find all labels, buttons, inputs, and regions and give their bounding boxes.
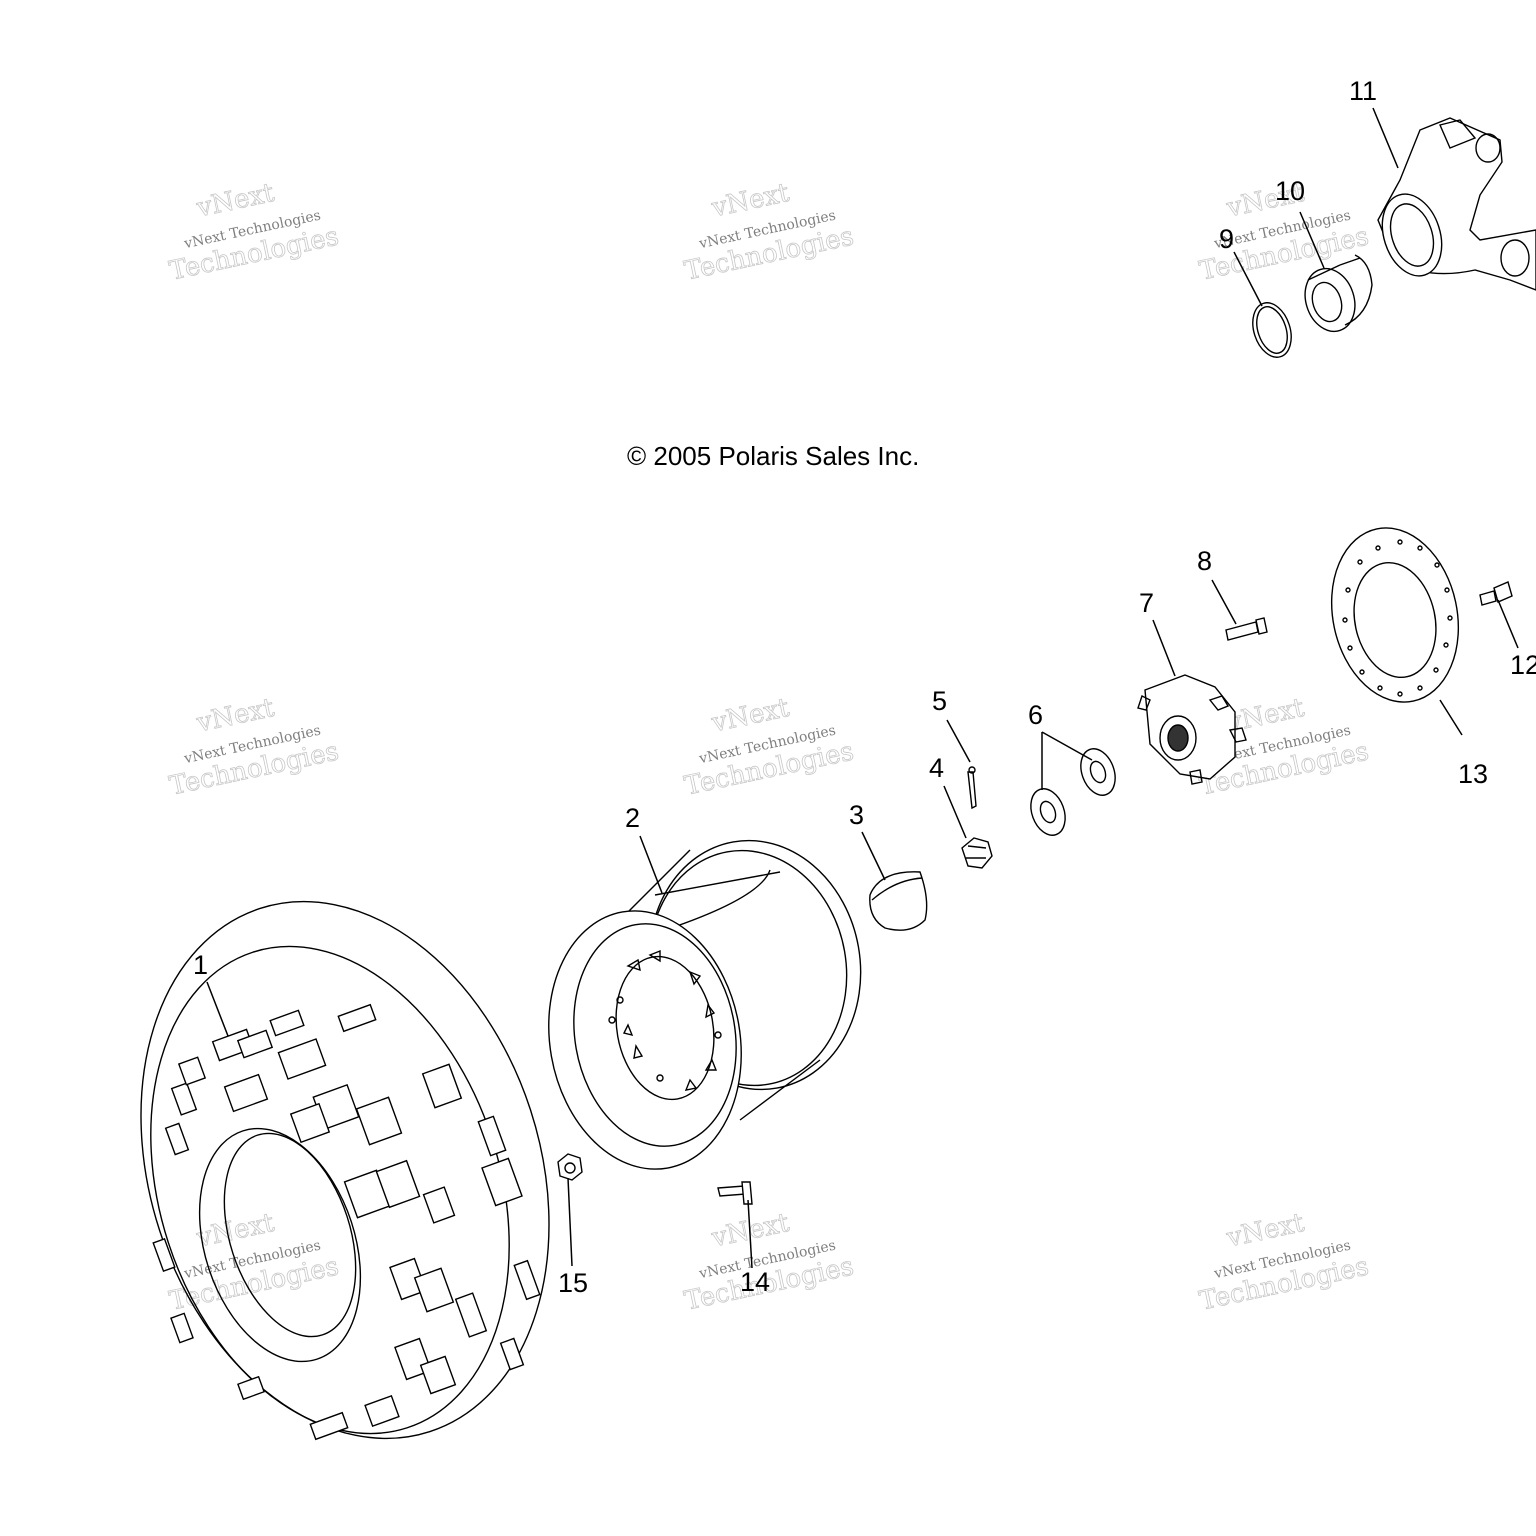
callout-9: 9 <box>1219 224 1234 254</box>
washers-part-6 <box>1030 748 1116 836</box>
callout-3: 3 <box>849 800 864 830</box>
hub-part-7 <box>1137 674 1247 785</box>
brake-disc-inner <box>1353 561 1437 679</box>
watermark-7: vNext vNext Technologies Technologies <box>166 1207 341 1317</box>
callout-8: 8 <box>1197 546 1212 576</box>
tire-outer-outline <box>140 900 550 1440</box>
watermark-4: vNext vNext Technologies Technologies <box>166 692 341 802</box>
callout-10: 10 <box>1275 176 1305 206</box>
watermark-word-top: vNext <box>193 178 277 224</box>
watermark-word-top: vNext <box>1223 693 1307 739</box>
leader-lines <box>206 107 1519 1269</box>
callout-6: 6 <box>1028 700 1043 730</box>
brake-disc-holes <box>1342 539 1453 697</box>
watermark-word-top: vNext <box>1223 1208 1307 1254</box>
callout-13: 13 <box>1458 759 1488 789</box>
tire-tread-blocks <box>152 1003 541 1441</box>
watermark-word-top: vNext <box>193 693 277 739</box>
hub-cap-part-3 <box>869 871 928 931</box>
watermark-2: vNext vNext Technologies Technologies <box>681 177 856 287</box>
knuckle-part-11 <box>1377 117 1536 291</box>
callout-labels: 1 2 3 4 5 6 7 8 9 10 11 12 13 14 15 <box>193 76 1536 1298</box>
watermark-1: vNext vNext Technologies Technologies <box>166 177 341 287</box>
watermark-8: vNext vNext Technologies Technologies <box>681 1207 856 1317</box>
tire-part-1 <box>140 900 550 1441</box>
snap-ring-part-9 <box>1252 302 1292 358</box>
watermark-word-top: vNext <box>193 1208 277 1254</box>
hub-cap <box>869 871 928 931</box>
callout-7: 7 <box>1139 588 1154 618</box>
wheel-face <box>548 910 742 1170</box>
copyright-notice: © 2005 Polaris Sales Inc. <box>627 441 919 471</box>
valve-stem-part-14 <box>717 1181 753 1205</box>
callout-12: 12 <box>1510 650 1536 680</box>
castle-nut-part-4 <box>961 837 993 869</box>
watermark-word-top: vNext <box>708 178 792 224</box>
bolt-part-8 <box>1225 617 1268 641</box>
lug-nut-part-15 <box>557 1153 583 1181</box>
brake-disc-outer <box>1330 527 1460 703</box>
callout-15: 15 <box>558 1268 588 1298</box>
callout-14: 14 <box>740 1267 770 1297</box>
brake-disc-part-13 <box>1330 527 1460 703</box>
tire-bead-opening <box>198 1127 362 1363</box>
callout-5: 5 <box>932 686 947 716</box>
callout-11: 11 <box>1349 76 1377 106</box>
bolt-part-12 <box>1479 581 1513 606</box>
watermark-5: vNext vNext Technologies Technologies <box>681 692 856 802</box>
tire-bead-inner <box>223 1132 357 1338</box>
callout-4: 4 <box>929 753 944 783</box>
wheel-lug-holes <box>608 949 722 1091</box>
watermark-9: vNext vNext Technologies Technologies <box>1196 1207 1371 1317</box>
cotter-pin-part-5 <box>967 766 977 810</box>
wheel-part-2 <box>548 839 862 1170</box>
bearing-part-10 <box>1304 254 1373 333</box>
callout-2: 2 <box>625 803 640 833</box>
watermark-word-top: vNext <box>708 693 792 739</box>
callout-1: 1 <box>193 950 208 980</box>
